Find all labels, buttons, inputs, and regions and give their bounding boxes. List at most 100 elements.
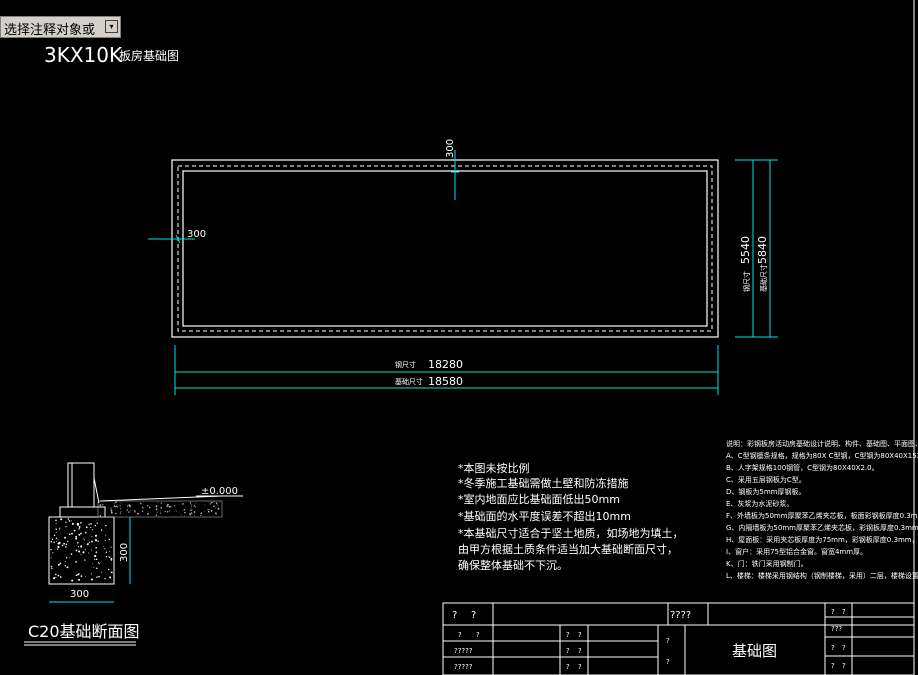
dropdown-arrow-icon[interactable]: ▾ [105, 20, 118, 33]
gravel-dot [134, 511, 136, 513]
hatch-dot [100, 529, 103, 531]
gravel-dot [155, 505, 158, 507]
tb-cell: ? [471, 610, 476, 621]
outer-height-label: 基础尺寸 [759, 264, 768, 292]
note-line: *基础面的水平度误差不超出10mm [458, 509, 631, 523]
hatch-dot [58, 529, 60, 530]
hatch-dot [94, 524, 97, 527]
hatch-dot [56, 540, 57, 542]
hatch-dot [64, 560, 66, 562]
hatch-dot [94, 538, 96, 540]
tb-cell: ? [566, 647, 570, 655]
gravel-dot [110, 508, 112, 510]
hatch-dot [105, 535, 107, 537]
gravel-dot [107, 507, 109, 509]
hatch-dot [83, 539, 85, 541]
left-offset-tick [175, 234, 181, 244]
gravel-dot [127, 504, 129, 506]
ground-line [99, 495, 223, 502]
tb-cell: ? [452, 610, 457, 621]
hatch-dot [88, 523, 90, 526]
hatch-dot [78, 573, 80, 574]
hatch-dot [91, 536, 93, 538]
hatch-dot [109, 550, 110, 552]
hatch-dot [87, 542, 89, 544]
hatch-dot [80, 522, 82, 524]
hatch-dot [50, 540, 53, 543]
gravel-dot [182, 509, 183, 511]
hatch-dot [94, 555, 97, 558]
gravel-dot [191, 508, 193, 510]
hatch-dot [101, 571, 103, 573]
hatch-dot [104, 548, 106, 550]
hatch-dot [55, 537, 58, 539]
elevation-text: ±0.000 [201, 486, 238, 497]
gravel-dot [148, 506, 151, 509]
hatch-dot [51, 567, 53, 570]
hatch-dot [60, 518, 63, 521]
hatch-dot [64, 564, 66, 567]
hatch-dot [103, 546, 105, 548]
gravel-dot [200, 512, 203, 515]
note-line: 由甲方根据土质条件适当加大基础断面尺寸， [458, 542, 678, 556]
section-width-text: 300 [70, 589, 89, 600]
gravel-dot [168, 505, 171, 508]
gravel-dot [128, 503, 130, 505]
gravel-dot [116, 505, 118, 507]
tb-cell: ? [842, 644, 846, 652]
gravel-dot [99, 515, 102, 517]
hatch-dot [57, 574, 60, 577]
title-block-frame [442, 602, 915, 675]
hatch-dot [90, 578, 93, 581]
hatch-dot [71, 532, 73, 535]
center-notes: *本图未按比例 *冬季施工基础需做土壁和防冻措施 *室内地面应比基础面低出50m… [458, 461, 684, 572]
gravel-dot [189, 501, 192, 503]
hatch-dot [55, 528, 57, 531]
gravel-dot [120, 502, 122, 504]
inner-height-value: 5540 [739, 236, 752, 264]
hatch-dot [55, 576, 57, 578]
gravel-dot [166, 505, 169, 507]
gravel-dot [168, 510, 171, 512]
hatch-dot [75, 549, 78, 552]
tb-cell: ? [578, 647, 582, 655]
hatch-dot [88, 541, 91, 543]
left-offset-dim-text: 300 [187, 229, 206, 240]
hatch-dot [92, 563, 94, 565]
spec-line: E、灰浆为水泥砂浆。 [726, 499, 793, 508]
hatch-dot [69, 533, 71, 536]
gravel-dot [157, 502, 159, 504]
hatch-dot [77, 546, 80, 548]
hatch-dot [78, 528, 80, 530]
gravel-dot [183, 509, 186, 511]
hatch-dot [104, 540, 106, 542]
hatch-dot [68, 520, 71, 522]
gravel-dot [102, 504, 104, 506]
spec-line: L、楼梯：楼梯采用钢结构（钢制楼梯，采用）二层，楼梯设置扶手（需设）一层。 [726, 571, 918, 580]
gravel-dot [101, 512, 103, 514]
gravel-dot [101, 504, 103, 506]
hatch-dot [65, 546, 67, 548]
annotation-select-box[interactable]: 选择注释对象或 ▾ [0, 16, 121, 38]
hatch-dot [96, 576, 98, 578]
hatch-dot [98, 563, 100, 565]
hatch-dot [95, 551, 98, 553]
hatch-dot [59, 527, 61, 529]
hatch-dot [53, 577, 56, 580]
hatch-dot [78, 525, 81, 528]
drawing-title-sub: 板房基础图 [119, 48, 179, 63]
gravel-dot [119, 512, 122, 514]
hatch-dot [95, 546, 97, 549]
ground-gravel-layer [97, 500, 223, 518]
outer-width-label: 基础尺寸 [395, 377, 423, 386]
gravel-dot [114, 503, 116, 505]
hatch-dot [110, 546, 112, 548]
hatch-dot [82, 538, 84, 540]
gravel-hatch-pattern [99, 501, 221, 517]
gravel-dot [195, 503, 197, 505]
title-block-text: ? ? ???? ? ? ????? ????? ? ? ? ? ? ? ? ?… [452, 608, 846, 671]
hatch-dot [67, 518, 70, 520]
gravel-dot [136, 512, 139, 515]
gravel-dot [193, 511, 196, 513]
